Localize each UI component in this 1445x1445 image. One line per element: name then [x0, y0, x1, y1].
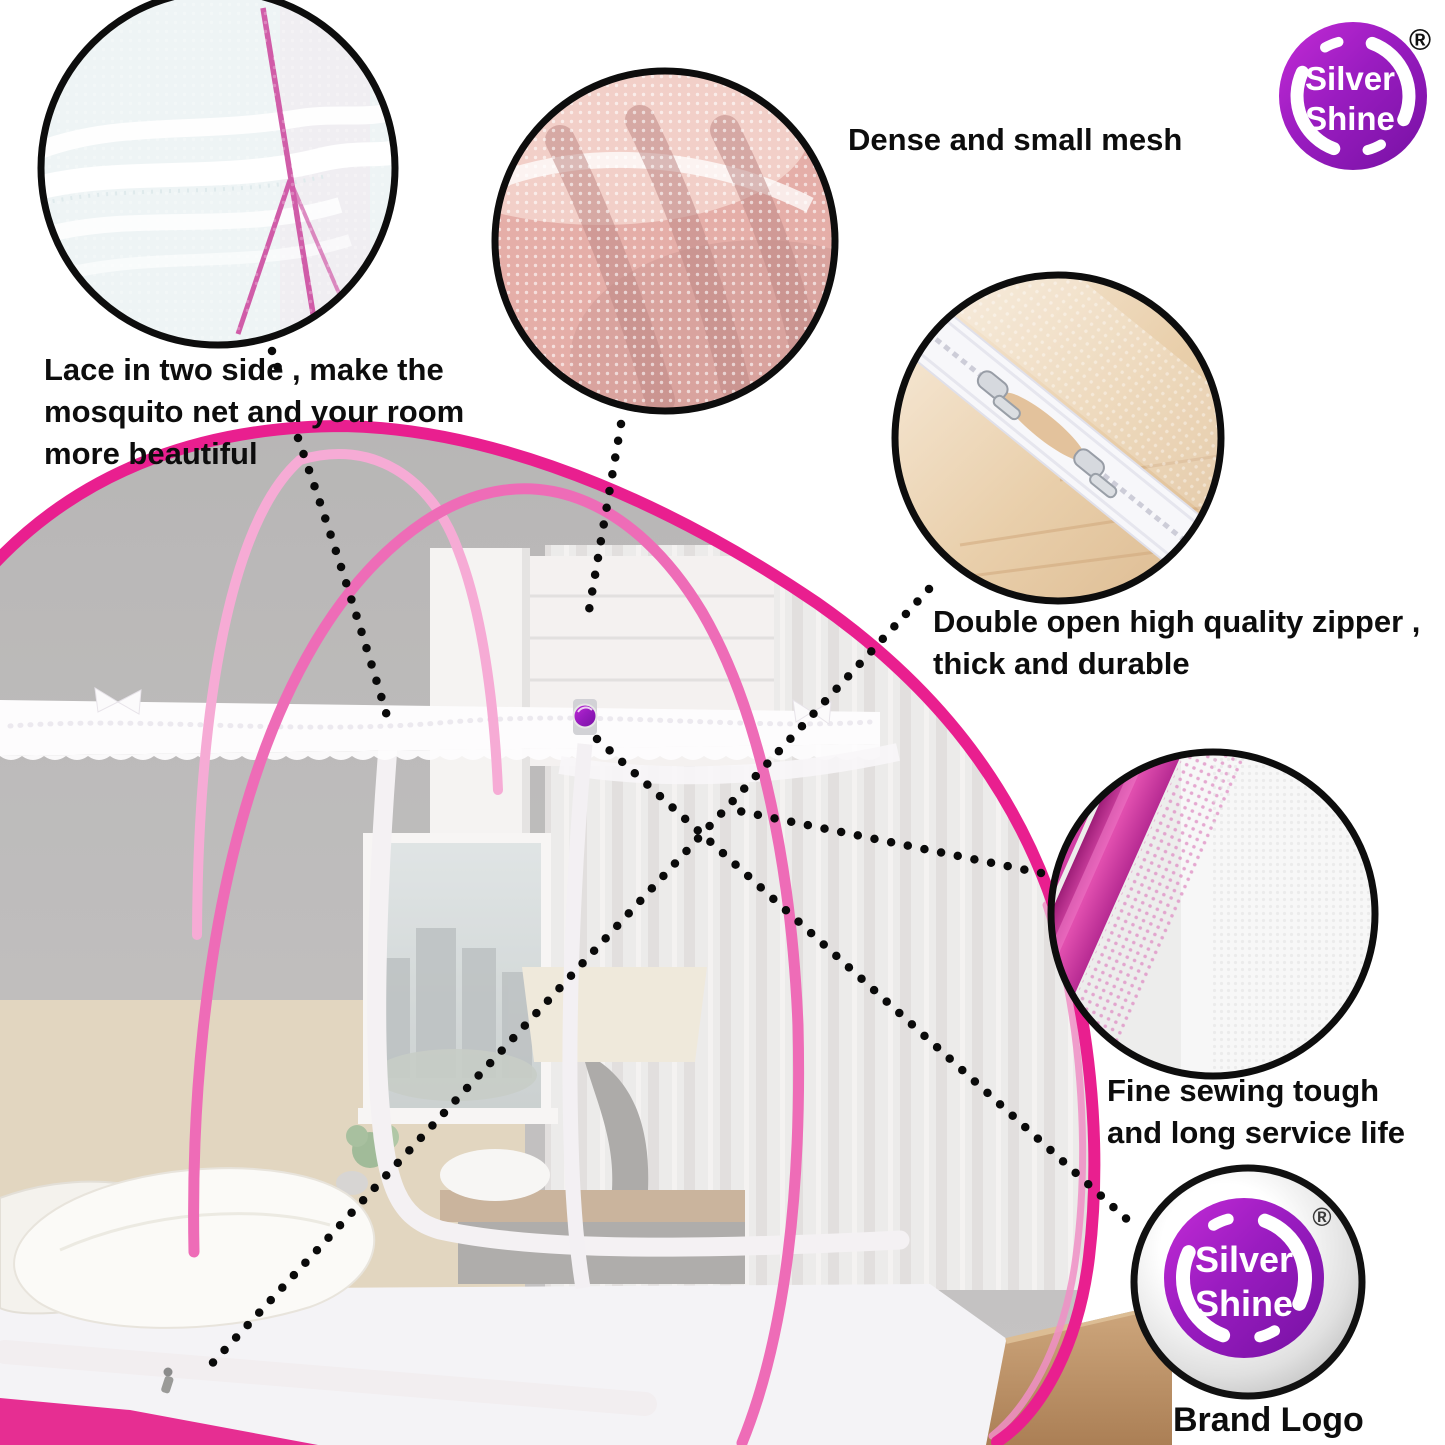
annotation-line: Brand Logo — [1173, 1401, 1364, 1439]
logo-word1: Silver — [1305, 60, 1395, 97]
zipper-detail-circle — [891, 271, 1225, 605]
net-outer-edge — [0, 419, 1101, 1445]
logo-word2: Shine — [1195, 1283, 1293, 1324]
logo-swoosh — [1175, 1213, 1313, 1343]
net-frame-arcs — [0, 419, 1101, 1445]
brand-logo-medallion: Silver Shine ® — [1130, 1164, 1366, 1400]
logo-word2: Shine — [1305, 100, 1395, 137]
registered-mark: ® — [1409, 24, 1431, 57]
mattress — [0, 1284, 1155, 1445]
logo-swoosh — [1290, 36, 1416, 156]
zipper-annotation: Double open high quality zipper , thick … — [933, 601, 1420, 685]
logo-word1: Silver — [1195, 1239, 1293, 1280]
mesh-annotation: Dense and small mesh — [848, 119, 1182, 161]
annotation-line: Fine sewing tough — [1107, 1073, 1380, 1108]
zipper-callout-line — [202, 584, 934, 1374]
net-door-frame-tube — [367, 712, 910, 1257]
annotation-line: mosquito net and your room — [44, 394, 465, 429]
sewing-annotation: Fine sewing tough and long service life — [1107, 1070, 1405, 1154]
bed-frame-pink-edge — [0, 1398, 318, 1445]
net-front-arch — [188, 483, 805, 1445]
lace-callout-line — [293, 433, 392, 721]
zipper-slider — [976, 370, 1021, 421]
net-lace-band — [0, 687, 900, 785]
annotation-line: thick and durable — [933, 646, 1190, 681]
annotation-line: more beautiful — [44, 436, 258, 471]
registered-mark: ® — [1312, 1202, 1331, 1232]
lace-detail-circle — [37, 0, 399, 349]
net-bottom-tube — [0, 1340, 657, 1416]
lace-annotation: Lace in two side , make the mosquito net… — [44, 349, 464, 475]
annotation-line: Lace in two side , make the — [44, 352, 444, 387]
net-brand-button — [572, 699, 598, 735]
net-ribbon — [562, 743, 593, 1290]
lace-callout-line — [267, 346, 284, 376]
sewing-callout-line — [724, 804, 1046, 878]
mesh-callout-line — [582, 419, 626, 627]
zipper-slider — [1073, 448, 1118, 499]
brand-logo-badge: Silver Shine ® — [1279, 22, 1431, 170]
annotation-line: Dense and small mesh — [848, 122, 1183, 157]
annotation-line: and long service life — [1107, 1115, 1406, 1150]
annotation-line: Double open high quality zipper , — [933, 604, 1421, 639]
brand-callout-line — [592, 734, 1136, 1228]
bottom-zipper-pull — [161, 1367, 174, 1394]
brand-logo-caption: Brand Logo — [1173, 1399, 1364, 1441]
mesh-detail-circle — [491, 67, 839, 415]
